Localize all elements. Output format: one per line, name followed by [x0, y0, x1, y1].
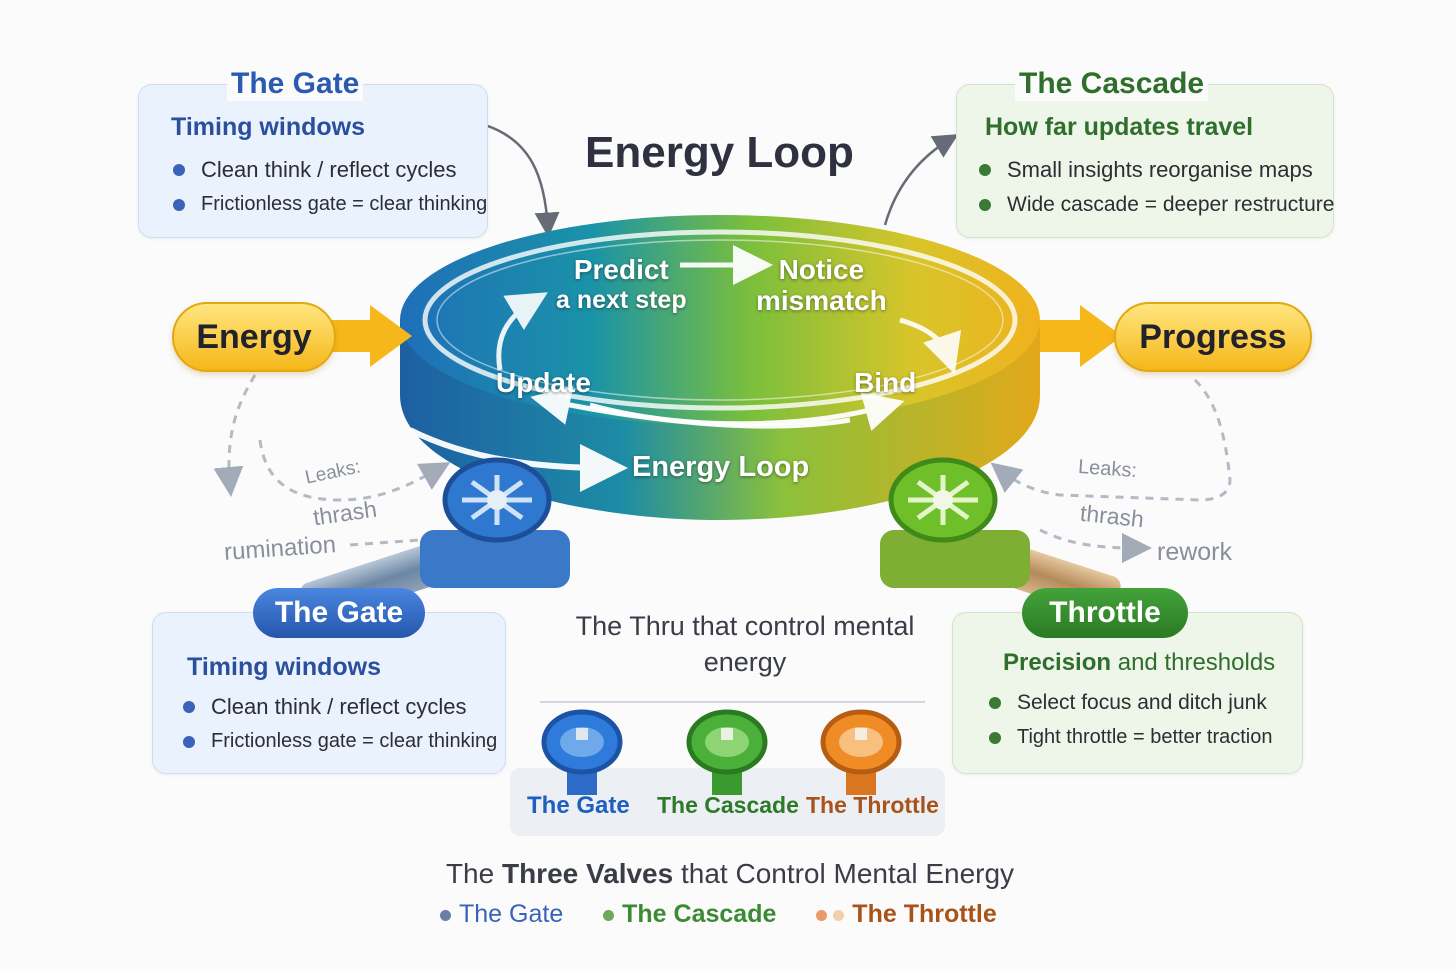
notice-sub-text: mismatch [756, 285, 887, 316]
bullet-item: Small insights reorganise maps [977, 152, 1334, 187]
throttle-pill: Throttle [1022, 588, 1188, 638]
footer-title: The Three Valves that Control Mental Ene… [330, 858, 1130, 890]
leaks-right-label: Leaks: [1077, 455, 1138, 483]
energy-in-arrow [330, 305, 412, 367]
gate-connector-arrow [484, 123, 560, 238]
throttle-subheading-rest: and thresholds [1117, 649, 1276, 676]
gate-valve-icon [541, 709, 623, 795]
throttle-subheading-bold: Precision [1003, 649, 1112, 676]
throttle-bullets: Select focus and ditch junk Tight thrott… [987, 685, 1273, 755]
footer-bold: Three Valves [501, 858, 674, 889]
footer-suffix: that Control Mental Energy [680, 858, 1015, 889]
loop-base-label: Energy Loop [632, 451, 810, 483]
gate-card-bottom: Timing windows Clean think / reflect cyc… [152, 612, 506, 774]
legend-throttle: The Throttle [852, 900, 997, 928]
center-caption-line2: energy [703, 647, 787, 677]
bullet-item: Clean think / reflect cycles [171, 152, 487, 187]
footer-legend: The Gate The Cascade The Throttle [440, 900, 1040, 936]
cascade-card-top: The Cascade How far updates travel Small… [956, 67, 1334, 238]
gate-card-heading: The Gate [227, 67, 364, 101]
energy-loop-disc [400, 215, 1040, 425]
valve-label-throttle: The Throttle [806, 792, 939, 818]
bullet-item: Clean think / reflect cycles [181, 689, 497, 724]
cascade-connector-arrow [883, 134, 959, 226]
throttle-valve-icon [820, 709, 902, 795]
gate-bottom-bullets: Clean think / reflect cycles Frictionles… [181, 689, 497, 759]
gate-bottom-subheading: Timing windows [187, 653, 381, 681]
gate-card-top: The Gate Timing windows Clean think / re… [138, 67, 488, 238]
cascade-card-heading: The Cascade [1015, 67, 1209, 101]
throttle-valve-body [880, 530, 1030, 588]
bullet-item: Frictionless gate = clear thinking [171, 187, 487, 222]
loop-predict-label: Predict a next step [556, 254, 687, 316]
gate-valve-body [420, 530, 570, 588]
loop-update-label: Update [496, 367, 591, 398]
center-caption: The Thru that control mental energy [540, 608, 950, 680]
progress-pill: Progress [1114, 302, 1312, 372]
gate-card-bullets: Clean think / reflect cycles Frictionles… [171, 152, 487, 222]
valve-label-cascade: The Cascade [657, 792, 799, 818]
bullet-item: Tight throttle = better traction [987, 720, 1273, 755]
cascade-valve-icon [686, 709, 768, 795]
bullet-item: Wide cascade = deeper restructure [977, 187, 1334, 222]
bullet-item: Select focus and ditch junk [987, 685, 1273, 720]
gate-card-subheading: Timing windows [171, 113, 365, 141]
gate-pill: The Gate [253, 588, 425, 638]
throttle-card: Precision and thresholds Select focus an… [952, 612, 1303, 774]
throttle-subheading: Precision and thresholds [1003, 649, 1275, 677]
footer-prefix: The [445, 858, 495, 889]
loop-notice-label: Notice mismatch [756, 254, 887, 316]
predict-sub-text: a next step [556, 286, 687, 314]
legend-gate: The Gate [459, 900, 564, 928]
legend-throttle-dot-2 [833, 909, 845, 921]
page-title: Energy Loop [585, 128, 854, 177]
bullet-item: Frictionless gate = clear thinking [181, 724, 497, 759]
notice-text: Notice [778, 254, 865, 285]
cascade-card-subheading: How far updates travel [985, 113, 1254, 141]
leaks-right-rework: rework [1157, 538, 1233, 566]
legend-cascade-dot [603, 909, 615, 921]
valve-label-gate: The Gate [527, 792, 630, 819]
legend-gate-dot [440, 909, 451, 921]
valve-legend-tray [510, 768, 945, 836]
cascade-card-bullets: Small insights reorganise maps Wide casc… [977, 152, 1334, 222]
legend-cascade: The Cascade [622, 900, 777, 928]
legend-throttle-dot [816, 909, 828, 921]
progress-out-arrow [1040, 305, 1122, 367]
energy-pill: Energy [172, 302, 336, 372]
loop-bind-label: Bind [854, 367, 917, 398]
center-caption-line1: The Thru that control mental [575, 611, 915, 641]
predict-text: Predict [573, 254, 669, 285]
